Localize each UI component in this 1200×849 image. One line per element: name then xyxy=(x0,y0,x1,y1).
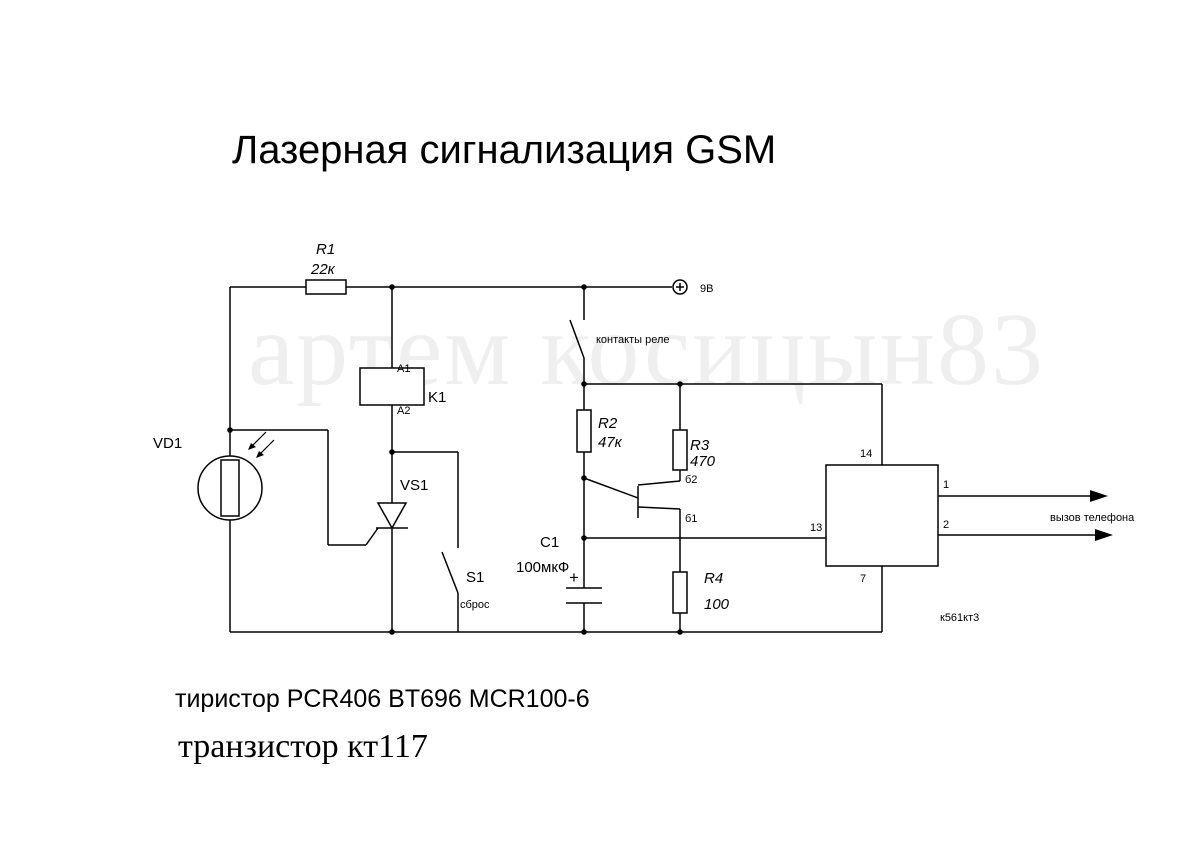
svg-text:9В: 9В xyxy=(700,283,713,295)
svg-text:к561кт3: к561кт3 xyxy=(940,612,979,624)
svg-text:R3: R3 xyxy=(690,437,710,454)
svg-text:A2: A2 xyxy=(397,405,410,417)
svg-text:K1: K1 xyxy=(428,389,446,406)
relay-k1: A1 A2 K1 xyxy=(359,363,446,417)
capacitor-c1: + C1 100мкФ xyxy=(516,534,602,604)
svg-text:R1: R1 xyxy=(316,241,335,258)
svg-text:1: 1 xyxy=(943,479,949,491)
wires xyxy=(229,286,1095,633)
svg-text:2: 2 xyxy=(943,519,949,531)
svg-text:R2: R2 xyxy=(598,415,618,432)
svg-text:14: 14 xyxy=(860,448,872,460)
svg-text:VS1: VS1 xyxy=(400,477,428,494)
svg-text:S1: S1 xyxy=(466,569,484,586)
svg-text:100мкФ: 100мкФ xyxy=(516,559,569,576)
output-arrow-1 xyxy=(1090,490,1108,502)
relay-contacts: контакты реле xyxy=(569,319,670,359)
resistor-r1: R1 22к xyxy=(305,241,347,295)
resistor-r3: R3 470 xyxy=(672,429,716,471)
photoresistor-vd1: VD1 xyxy=(153,431,275,521)
transistor-pin-b2: б2 xyxy=(685,474,697,486)
transistor-pin-b1: б1 xyxy=(685,513,697,525)
svg-text:A1: A1 xyxy=(397,363,410,375)
output-arrow-2 xyxy=(1095,529,1113,541)
switch-s1: S1 сброс xyxy=(441,551,490,611)
svg-text:22к: 22к xyxy=(310,261,336,278)
svg-text:7: 7 xyxy=(860,573,866,585)
svg-text:13: 13 xyxy=(810,522,822,534)
resistor-r2: R2 47к xyxy=(576,409,623,453)
svg-text:+: + xyxy=(569,568,579,587)
svg-text:VD1: VD1 xyxy=(153,435,182,452)
junctions xyxy=(227,284,683,635)
transistor-note: транзистор кт117 xyxy=(178,728,428,765)
svg-text:100: 100 xyxy=(704,596,730,613)
svg-text:контакты реле: контакты реле xyxy=(596,334,670,346)
svg-text:47к: 47к xyxy=(598,434,623,451)
svg-text:R4: R4 xyxy=(704,570,723,587)
resistor-r4: R4 100 xyxy=(672,570,730,614)
ic-k561kt3: 14 13 7 1 2 к561кт3 xyxy=(810,448,979,624)
svg-text:сброс: сброс xyxy=(460,599,490,611)
svg-text:470: 470 xyxy=(690,453,716,470)
power-terminal: 9В xyxy=(672,279,713,295)
diagram-title: Лазерная сигнализация GSM xyxy=(232,128,777,172)
thyristor-note: тиристор PCR406 BT696 MCR100-6 xyxy=(175,685,590,713)
svg-text:C1: C1 xyxy=(540,534,559,551)
thyristor-vs1: VS1 xyxy=(376,477,428,530)
output-label: вызов телефона xyxy=(1050,512,1135,524)
